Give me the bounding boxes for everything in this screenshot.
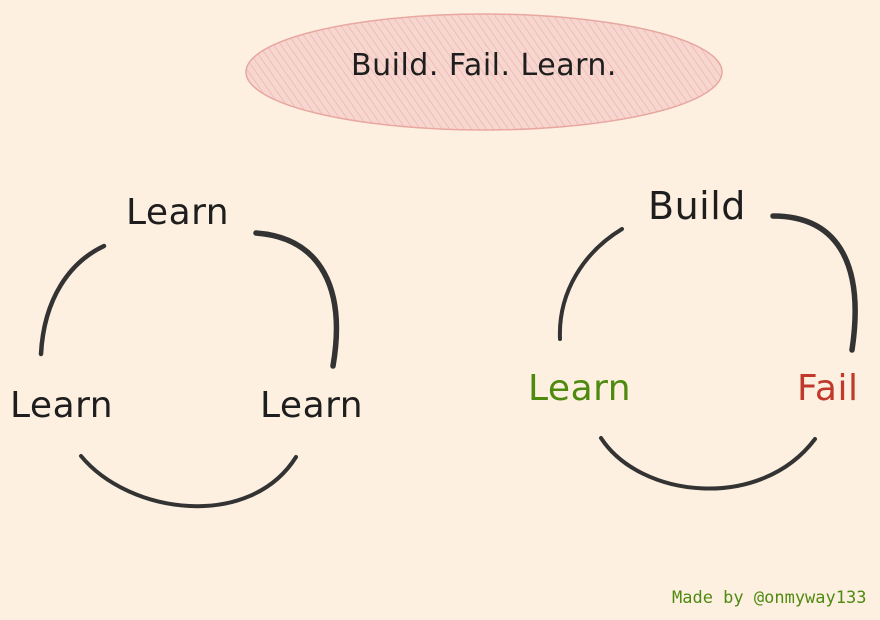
left-cycle-top-label: Learn <box>126 192 230 233</box>
right-arc-top-left <box>557 227 624 341</box>
diagram-title: Build. Fail. Learn. <box>351 48 617 83</box>
right-cycle-learn-label: Learn <box>528 368 632 409</box>
left-cycle-left-label: Learn <box>10 385 114 426</box>
left-arc-top-right <box>253 230 340 369</box>
left-arc-top-left <box>38 243 107 357</box>
credit-text: Made by @onmyway133 <box>672 588 867 608</box>
right-arc-bottom <box>599 436 817 491</box>
right-arc-top-right <box>770 213 858 353</box>
right-cycle-build-label: Build <box>648 184 746 228</box>
left-arc-bottom <box>79 454 298 509</box>
left-cycle-right-label: Learn <box>260 385 364 426</box>
right-cycle-fail-label: Fail <box>797 368 859 409</box>
title-ellipse-hatch <box>245 13 723 131</box>
